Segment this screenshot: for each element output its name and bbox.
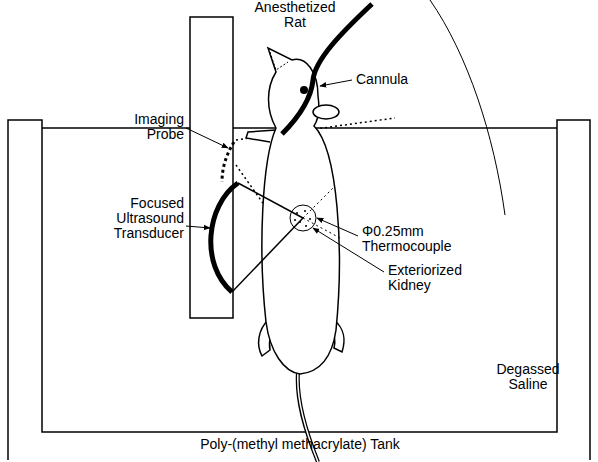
leader-arrow	[186, 128, 228, 148]
label-text: Imaging Probe	[96, 112, 184, 142]
label-text: Degassed Saline	[478, 362, 578, 392]
label-text: Anesthetized Rat	[245, 0, 345, 30]
probe-holder	[190, 17, 233, 318]
beam-extension	[303, 218, 340, 238]
label-text: Focused Ultrasound Transducer	[96, 196, 184, 241]
beam-line	[232, 218, 303, 292]
label-text: Φ0.25mm Thermocouple	[362, 224, 472, 254]
leader-arrow	[317, 218, 358, 236]
label-text: Exteriorized Kidney	[388, 263, 488, 293]
beam-line	[238, 183, 303, 218]
support-curve	[430, 0, 505, 215]
leader-arrow	[186, 226, 210, 228]
rat-eye	[300, 86, 308, 94]
leader-arrow	[320, 80, 352, 86]
label-text: Cannula	[356, 72, 426, 87]
rat-ear	[270, 52, 288, 70]
label-text: Poly-(methyl methacrylate) Tank	[100, 437, 500, 452]
ultrasound-transducer	[211, 183, 238, 292]
rat-body	[262, 48, 339, 374]
rat-ear	[313, 105, 339, 119]
beam-extension	[303, 188, 333, 218]
